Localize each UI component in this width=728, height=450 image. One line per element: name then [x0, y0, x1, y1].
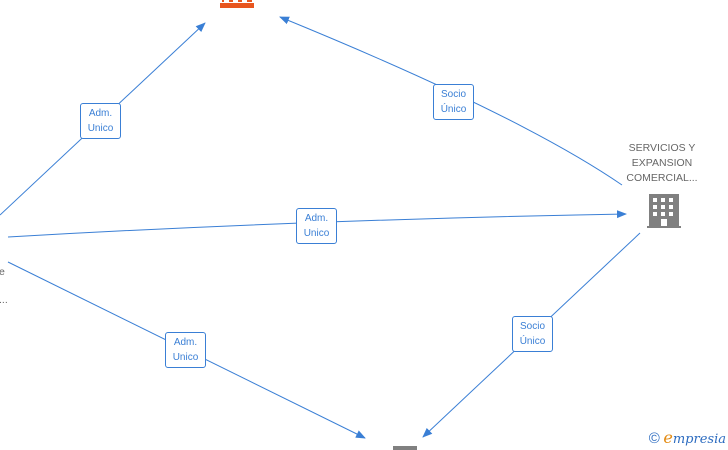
edge-label-line2: Unico [172, 352, 199, 363]
edge-label-line2: Unico [303, 228, 330, 239]
edge-label-line2: Unico [87, 123, 114, 134]
edge-line-2 [279, 16, 623, 186]
edge-label-line1: Adm. [88, 108, 113, 119]
edge-label-line1: Adm. [173, 337, 198, 348]
edge-label-line2: Único [440, 104, 467, 115]
left-person-label-partial-2: ... [0, 294, 8, 306]
company-name-line2: EXPANSION [631, 157, 693, 169]
edge-label-adm-unico[interactable]: Adm. Unico [165, 332, 206, 368]
left-person-label-partial-1: e [0, 266, 5, 278]
edge-label-line1: Socio [440, 89, 466, 100]
edge-label-line1: Adm. [304, 213, 329, 224]
company-name-line3: COMERCIAL... [626, 172, 698, 184]
brand-letter-e: e [663, 428, 673, 447]
empresia-logo: © empresia [649, 428, 726, 447]
edge-label-adm-unico[interactable]: Adm. Unico [296, 208, 337, 244]
edge-label-adm-unico[interactable]: Adm. Unico [80, 103, 121, 139]
copyright-symbol: © [648, 430, 660, 447]
company-name-line1: SERVICIOS Y [628, 142, 696, 154]
edge-label-socio-unico[interactable]: Socio Único [433, 84, 474, 120]
edge-label-line1: Socio [519, 321, 545, 332]
top-company-building-icon[interactable] [220, 0, 254, 8]
edge-label-line2: Único [519, 336, 546, 347]
right-company-label[interactable]: SERVICIOS Y EXPANSION COMERCIAL... [612, 141, 712, 186]
edge-label-socio-unico[interactable]: Socio Único [512, 316, 553, 352]
brand-name: mpresia [672, 432, 726, 447]
bottom-company-building-icon[interactable] [393, 446, 417, 450]
right-company-building-icon[interactable] [647, 194, 681, 228]
